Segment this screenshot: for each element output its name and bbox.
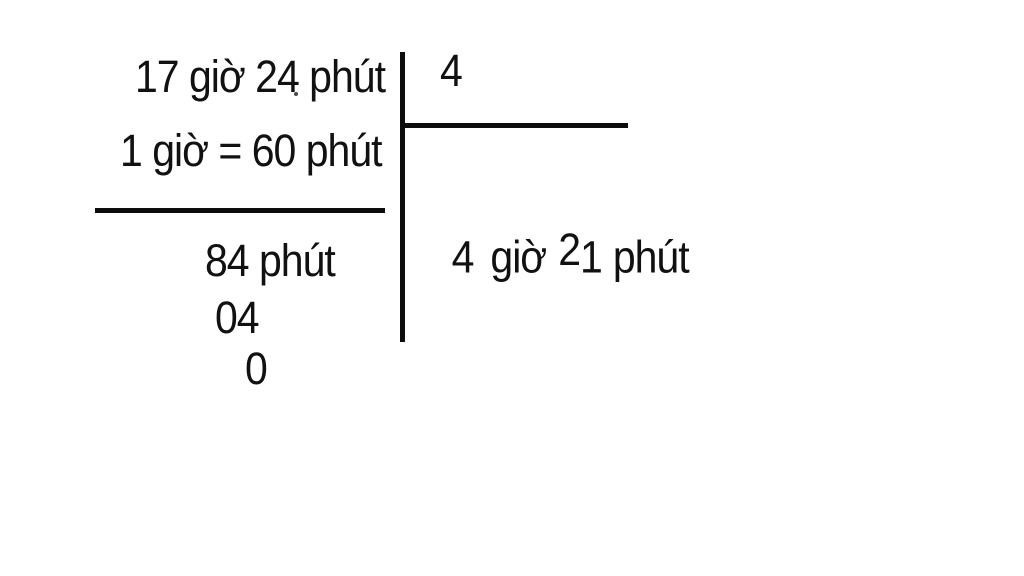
quotient-minutes-ones: 1 [580,232,603,283]
dividend-text: 17 giờ 24 phút [135,51,386,102]
quotient-minutes-unit: phút [612,232,690,283]
divisor-text: 4 [440,45,463,96]
quotient-minutes-tens: 2 [558,224,581,276]
stray-dot [294,92,298,96]
bring-down-text: 04 [215,292,260,343]
final-remainder-text: 0 [245,343,268,394]
quotient-hours-unit: giờ [490,232,547,283]
remainder-minutes-text: 84 phút [205,235,336,286]
divisor-underline [402,123,628,128]
quotient-hours: 4 [451,232,475,283]
division-vertical-bar [400,52,405,342]
conversion-text: 1 giờ = 60 phút [120,125,383,176]
subtraction-line [95,208,385,213]
